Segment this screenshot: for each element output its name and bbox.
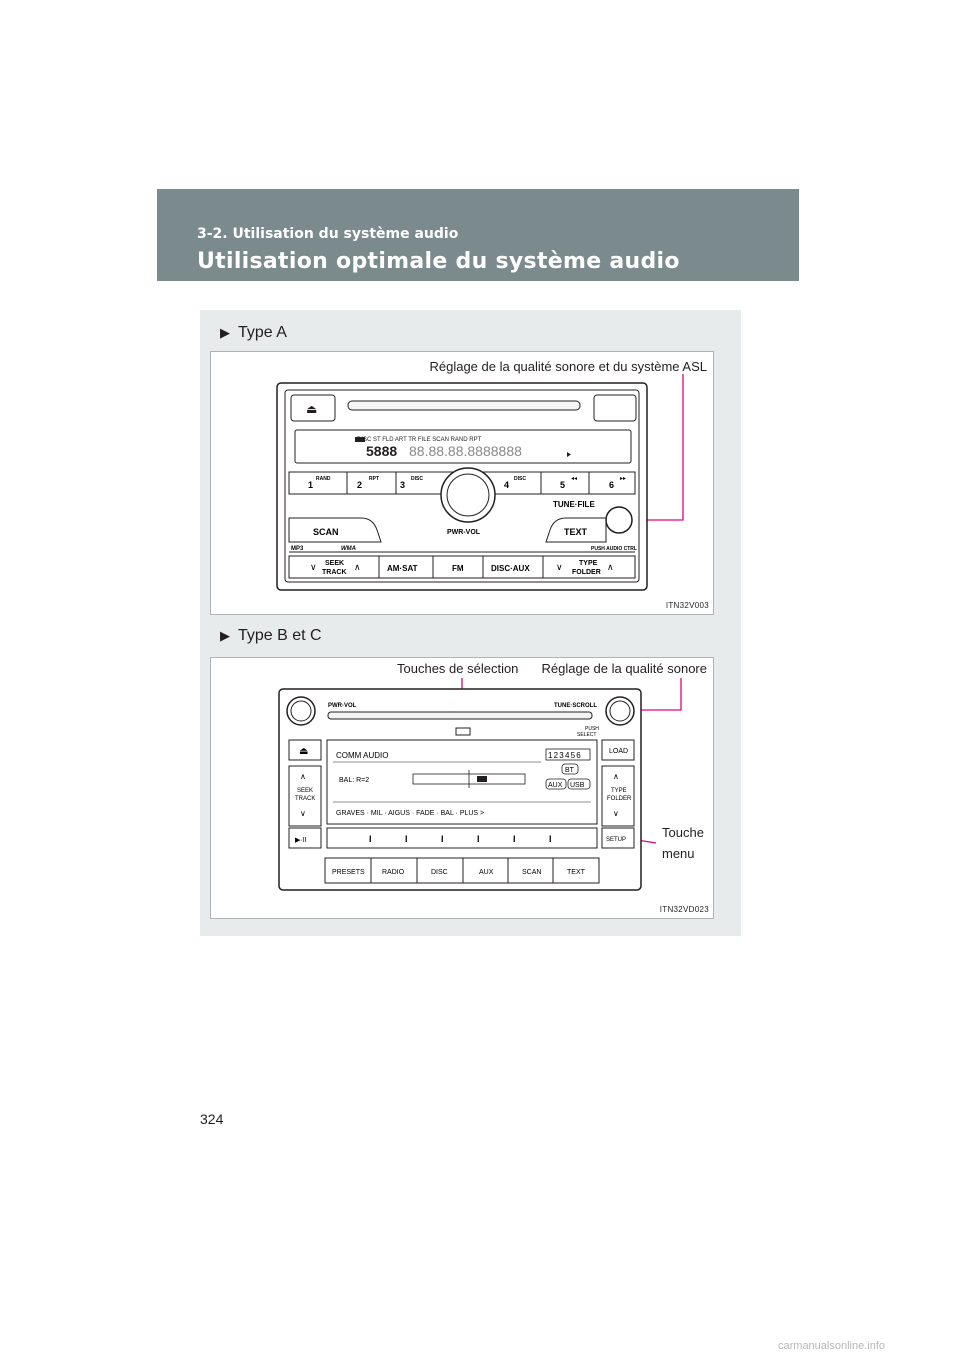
figure-bc-code: ITN32VD023 (659, 905, 709, 914)
figure-type-bc: Touches de sélection Réglage de la quali… (210, 657, 714, 919)
svg-text:∨: ∨ (556, 562, 563, 572)
svg-text:SETUP: SETUP (606, 837, 626, 843)
svg-text:DISC: DISC (411, 476, 423, 482)
svg-text:88.88.88.8888888: 88.88.88.8888888 (409, 443, 522, 459)
svg-text:TYPE: TYPE (611, 788, 627, 794)
audio-unit-bc: PWR·VOL TUNE·SCROLL PUSH SELECT ⏏ ∧ SEEK… (278, 678, 682, 891)
svg-text:MP3: MP3 (291, 546, 304, 552)
svg-text:I: I (549, 834, 552, 844)
figure-a-code: ITN32V003 (665, 601, 709, 610)
svg-text:SCAN: SCAN (522, 869, 541, 876)
display-indicators: DISC ST FLD ART TR FILE SCAN RAND RPT (357, 437, 482, 443)
svg-text:SEEK: SEEK (297, 788, 313, 794)
svg-text:PRESETS: PRESETS (332, 869, 365, 876)
svg-text:∧: ∧ (613, 772, 619, 781)
svg-text:RAND: RAND (316, 476, 331, 482)
callout-menu-line2: menu (662, 846, 695, 861)
svg-text:5: 5 (560, 480, 565, 490)
svg-text:I: I (405, 834, 408, 844)
svg-text:BT: BT (565, 767, 575, 774)
svg-text:LOAD: LOAD (609, 748, 628, 755)
type-a-label: Type A (238, 324, 287, 341)
svg-text:FOLDER: FOLDER (607, 796, 632, 802)
section-title: 3-2. Utilisation du système audio (197, 226, 459, 242)
svg-text:DISC: DISC (431, 869, 448, 876)
svg-text:AUX: AUX (479, 869, 494, 876)
svg-text:▸▸: ▸▸ (620, 476, 626, 482)
audio-unit-a: ⏏ DISC ST FLD ART TR FILE SCAN RAND RPT … (276, 374, 684, 591)
svg-text:SELECT: SELECT (577, 732, 596, 738)
callout-select-buttons: Touches de sélection (397, 661, 519, 676)
svg-text:3: 3 (400, 480, 405, 490)
page-title: Utilisation optimale du système audio (197, 249, 680, 274)
svg-text:TYPE: TYPE (579, 560, 598, 567)
callout-menu-line1: Touche (662, 825, 704, 840)
svg-text:∧: ∧ (354, 562, 361, 572)
play-icon: ▶ (220, 628, 230, 643)
svg-text:RADIO: RADIO (382, 869, 405, 876)
callout-asl: Réglage de la qualité sonore et du systè… (429, 359, 707, 374)
type-bc-heading: ▶ Type B et C (220, 627, 322, 645)
svg-text:▶·II: ▶·II (295, 837, 307, 844)
type-a-heading: ▶ Type A (220, 324, 287, 342)
scan-label: SCAN (313, 527, 339, 537)
callout-sound-quality: Réglage de la qualité sonore (541, 661, 707, 676)
text-label: TEXT (564, 527, 588, 537)
svg-text:∧: ∧ (300, 772, 306, 781)
section-header: 3-2. Utilisation du système audio Utilis… (157, 189, 799, 281)
svg-text:◂◂: ◂◂ (571, 476, 577, 482)
svg-text:PWR·VOL: PWR·VOL (328, 703, 357, 709)
svg-text:∨: ∨ (613, 809, 619, 818)
tune-file-label: TUNE·FILE (553, 500, 595, 509)
figure-type-a: Réglage de la qualité sonore et du systè… (210, 351, 714, 615)
svg-text:TRACK: TRACK (322, 569, 347, 576)
svg-text:∧: ∧ (607, 562, 614, 572)
type-bc-label: Type B et C (238, 627, 322, 644)
figures-panel: ▶ Type A Réglage de la qualité sonore et… (200, 310, 741, 936)
svg-text:FOLDER: FOLDER (572, 569, 601, 576)
eject-icon: ⏏ (299, 746, 308, 757)
svg-text:123456: 123456 (548, 751, 582, 760)
svg-text:AUX: AUX (548, 782, 563, 789)
svg-text:FM: FM (452, 564, 464, 573)
screen-menu: GRAVES · MIL · AIGUS · FADE · BAL · PLUS… (336, 810, 484, 817)
svg-text:4: 4 (504, 480, 509, 490)
svg-text:∨: ∨ (310, 562, 317, 572)
watermark: carmanualsonline.info (778, 1340, 886, 1352)
svg-text:TUNE·SCROLL: TUNE·SCROLL (554, 703, 597, 709)
svg-text:I: I (441, 834, 444, 844)
svg-text:SEEK: SEEK (325, 560, 344, 567)
screen-title: COMM AUDIO (336, 751, 388, 760)
screen-bal: BAL: R=2 (339, 777, 369, 784)
svg-text:PUSH AUDIO CTRL: PUSH AUDIO CTRL (591, 546, 637, 552)
svg-text:DISC·AUX: DISC·AUX (491, 564, 530, 573)
svg-text:∨: ∨ (300, 809, 306, 818)
pwr-vol-label: PWR-VOL (447, 529, 481, 536)
svg-text:TEXT: TEXT (567, 869, 586, 876)
eject-icon: ⏏ (306, 402, 317, 416)
play-icon: ▶ (220, 325, 230, 340)
page-number: 324 (200, 1111, 224, 1127)
svg-text:6: 6 (609, 480, 614, 490)
svg-text:WMA: WMA (341, 546, 356, 552)
svg-text:I: I (513, 834, 516, 844)
svg-text:TRACK: TRACK (295, 796, 315, 802)
svg-text:I: I (477, 834, 480, 844)
svg-text:AM·SAT: AM·SAT (387, 564, 418, 573)
svg-text:PUSH: PUSH (585, 726, 599, 732)
svg-text:USB: USB (570, 782, 585, 789)
svg-text:DISC: DISC (514, 476, 526, 482)
svg-text:5888: 5888 (366, 443, 397, 459)
svg-text:I: I (369, 834, 372, 844)
svg-text:2: 2 (357, 480, 362, 490)
svg-text:1: 1 (308, 480, 313, 490)
svg-text:RPT: RPT (369, 476, 379, 482)
